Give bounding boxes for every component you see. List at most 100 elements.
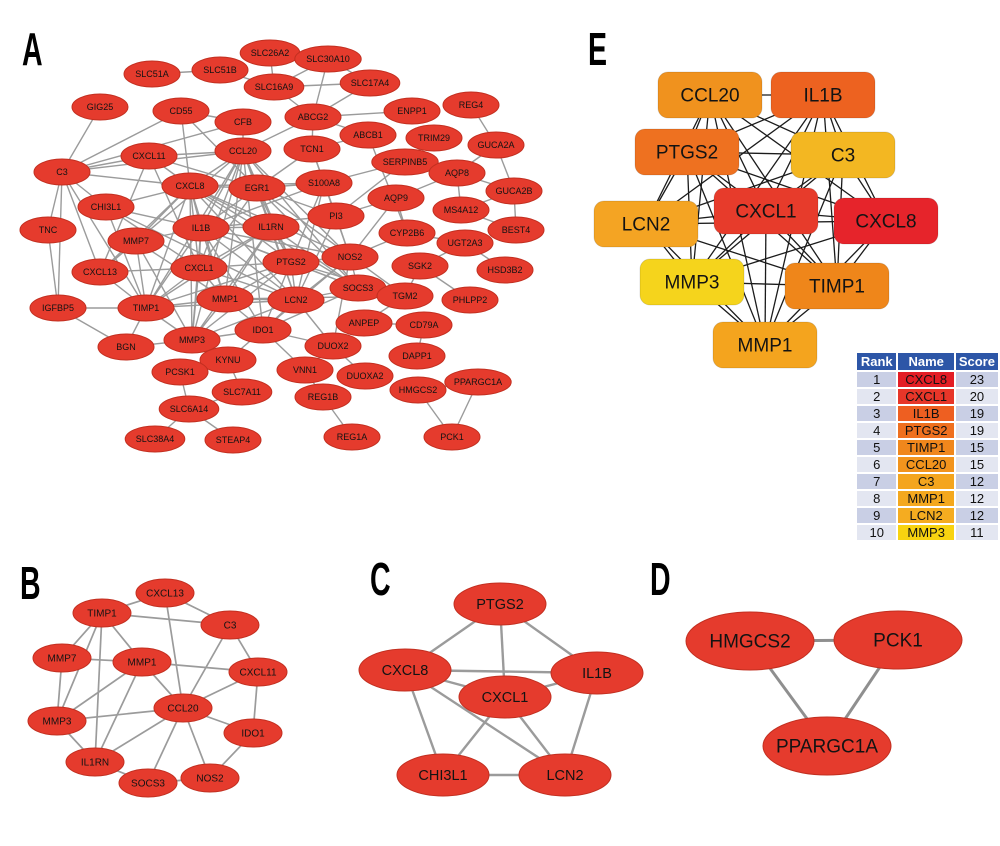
gene-label: SERPINB5	[383, 157, 428, 167]
gene-label: MMP1	[128, 658, 157, 669]
gene-ellipse	[191, 56, 249, 84]
gene-ellipse	[339, 69, 401, 97]
gene-label: MMP1	[738, 336, 793, 357]
gene-label: CD55	[169, 106, 192, 116]
panel-a-label: A	[22, 23, 43, 75]
gene-ellipse	[228, 174, 286, 202]
gene-box	[712, 321, 818, 369]
gene-ellipse	[267, 286, 325, 314]
gene-ellipse	[367, 184, 425, 212]
gene-ellipse	[223, 718, 283, 748]
gene-label: TRIM29	[418, 133, 450, 143]
gene-node-pck1: PCK1	[423, 423, 481, 451]
gene-ellipse	[161, 172, 219, 200]
network-edge	[94, 661, 143, 763]
hub-name-cell: CCL20	[898, 457, 954, 472]
gene-label: PPARGC1A	[776, 737, 878, 758]
hub-name-cell: TIMP1	[898, 440, 954, 455]
gene-label: GUCA2B	[495, 186, 532, 196]
gene-ellipse	[358, 648, 452, 692]
gene-label: CXCL1	[735, 202, 796, 223]
gene-label: DAPP1	[402, 351, 432, 361]
hub-rank-cell: 4	[857, 423, 897, 438]
gene-ellipse	[158, 395, 220, 423]
gene-ellipse	[283, 135, 341, 163]
gene-node-hmgcs2: HMGCS2	[685, 611, 815, 671]
gene-label: CXCL11	[239, 668, 276, 679]
gene-label: PTGS2	[656, 143, 718, 164]
gene-node-lcn2: LCN2	[593, 200, 699, 248]
gene-ellipse	[163, 326, 221, 354]
gene-node-cxcl11: CXCL11	[228, 657, 288, 687]
gene-label: STEAP4	[216, 435, 251, 445]
gene-label: BGN	[116, 342, 136, 352]
gene-node-mmp1: MMP1	[712, 321, 818, 369]
network-edge	[61, 171, 147, 309]
gene-ellipse	[376, 282, 434, 310]
gene-label: SOCS3	[131, 779, 165, 790]
gene-ellipse	[29, 294, 87, 322]
gene-ellipse	[276, 356, 334, 384]
gene-box	[784, 262, 890, 310]
gene-label: HSD3B2	[487, 265, 522, 275]
gene-label: IL1RN	[258, 222, 284, 232]
hub-score-cell: 15	[955, 440, 998, 455]
gene-node-ptgs2: PTGS2	[262, 248, 320, 276]
gene-ellipse	[284, 103, 342, 131]
gene-label: ABCB1	[353, 130, 383, 140]
gene-label: ENPP1	[397, 106, 427, 116]
gene-label: GIG25	[87, 102, 114, 112]
gene-ellipse	[339, 121, 397, 149]
gene-node-cd55: CD55	[152, 97, 210, 125]
gene-node-slc38a4: SLC38A4	[124, 425, 186, 453]
gene-ellipse	[153, 693, 213, 723]
hub-table-header-rank: Rank	[857, 353, 897, 370]
gene-node-pcsk1: PCSK1	[151, 358, 209, 386]
gene-node-lcn2: LCN2	[518, 753, 612, 797]
gene-label: CHI3L1	[418, 768, 467, 784]
gene-node-c3: C3	[33, 158, 91, 186]
gene-box	[593, 200, 699, 248]
hub-score-cell: 12	[955, 508, 998, 523]
gene-label: IGFBP5	[42, 303, 74, 313]
gene-label: PCK1	[873, 631, 923, 652]
hub-rank-cell: 5	[857, 440, 897, 455]
gene-node-cxcl13: CXCL13	[71, 258, 129, 286]
gene-label: PPARGC1A	[454, 377, 502, 387]
gene-label: TIMP1	[133, 303, 160, 313]
gene-ellipse	[442, 91, 500, 119]
gene-ellipse	[476, 256, 534, 284]
gene-ellipse	[441, 286, 499, 314]
gene-label: SLC26A2	[251, 48, 290, 58]
gene-label: C3	[831, 146, 855, 167]
gene-label: DUOXA2	[346, 371, 383, 381]
gene-node-duoxa2: DUOXA2	[336, 362, 394, 390]
network-edge	[295, 182, 325, 301]
gene-label: MMP7	[48, 654, 77, 665]
gene-ellipse	[294, 45, 362, 73]
gene-label: PTGS2	[276, 257, 306, 267]
gene-node-dapp1: DAPP1	[388, 342, 446, 370]
gene-label: MMP3	[179, 335, 205, 345]
gene-box	[770, 71, 876, 119]
gene-node-tcn1: TCN1	[283, 135, 341, 163]
gene-node-cxcl8: CXCL8	[161, 172, 219, 200]
gene-label: LCN2	[622, 215, 671, 236]
gene-ellipse	[200, 610, 260, 640]
hub-name-cell: MMP1	[898, 491, 954, 506]
gene-ellipse	[323, 423, 381, 451]
network-edge	[61, 110, 182, 173]
network-edge	[256, 187, 359, 289]
network-edge	[164, 592, 184, 709]
hub-name-cell: PTGS2	[898, 423, 954, 438]
gene-ellipse	[833, 610, 963, 670]
gene-box	[713, 187, 819, 235]
gene-ellipse	[107, 227, 165, 255]
hub-table-header-name: Name	[898, 353, 954, 370]
network-edge	[822, 94, 838, 287]
